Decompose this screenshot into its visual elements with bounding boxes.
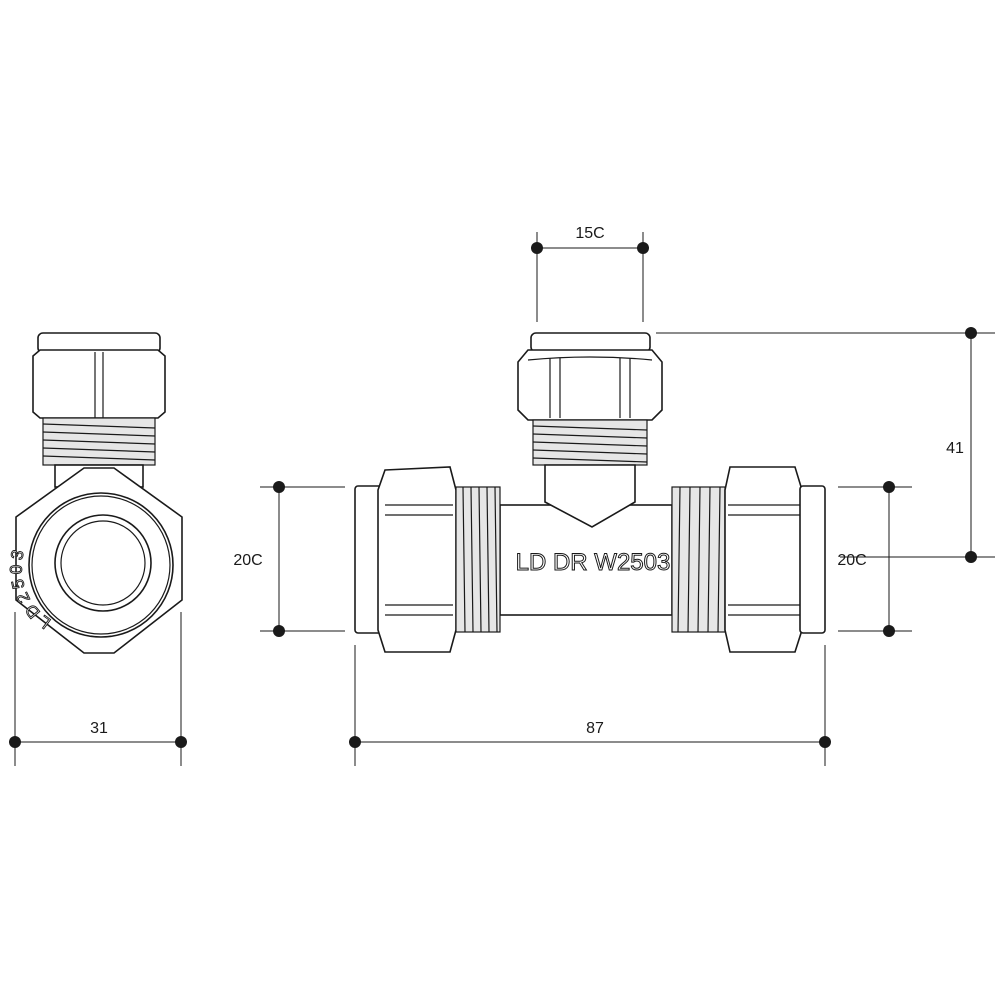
branch-nut — [517, 349, 663, 421]
tee-view: LD DR W2503 — [354, 332, 826, 653]
dimension-15c: 15C — [531, 225, 649, 322]
dimension-20c-left: 20C — [233, 481, 345, 637]
dimension-label: 87 — [586, 720, 604, 737]
right-nut — [724, 466, 803, 653]
end-view: LD2503 — [6, 332, 183, 654]
tee-marking: LD DR W2503 — [516, 549, 671, 576]
end-view-nut — [32, 349, 166, 419]
dimension-label: 15C — [575, 225, 604, 242]
dimension-87: 87 — [349, 645, 831, 766]
dimension-label: 20C — [837, 552, 866, 569]
end-view-bore-outer — [54, 514, 152, 612]
left-thread — [455, 486, 501, 633]
dimension-41: 41 — [656, 327, 995, 563]
dimension-20c-right: 20C — [837, 481, 912, 637]
dimension-label: 41 — [946, 440, 964, 457]
end-view-bore-inner — [60, 520, 146, 606]
dimension-label: 20C — [233, 552, 262, 569]
dimension-label: 31 — [90, 720, 108, 737]
right-cap — [799, 485, 826, 634]
left-nut — [377, 466, 457, 653]
branch-neck — [544, 464, 636, 528]
dimension-31: 31 — [9, 612, 187, 766]
branch-cap — [530, 332, 651, 353]
